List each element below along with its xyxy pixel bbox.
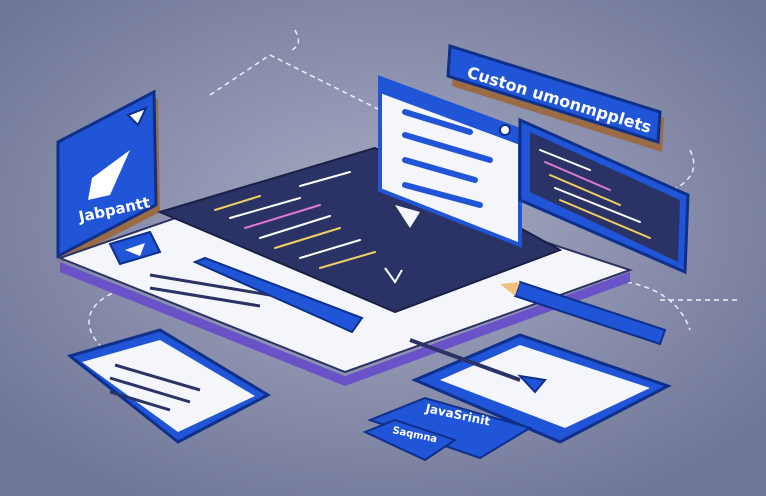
play-triangle-icon <box>88 150 130 200</box>
secondary-tag[interactable]: Saqmna <box>362 418 458 462</box>
popup-list-window[interactable] <box>378 75 522 248</box>
pen-icon[interactable] <box>500 280 667 346</box>
play-triangle-icon <box>125 243 145 256</box>
bottom-left-window[interactable] <box>66 328 272 444</box>
cursor-arrow-icon <box>517 374 547 394</box>
code-editor-screen <box>157 146 563 314</box>
progress-bar[interactable] <box>192 256 364 334</box>
window-control-icon[interactable] <box>499 124 511 136</box>
bottom-right-card[interactable] <box>409 333 672 444</box>
arrow-icon <box>384 267 403 284</box>
dropdown-triangle-icon <box>126 106 148 127</box>
left-app-card[interactable]: Jabpantt <box>56 89 160 262</box>
right-code-panel <box>518 117 690 275</box>
list-items[interactable] <box>402 109 493 208</box>
